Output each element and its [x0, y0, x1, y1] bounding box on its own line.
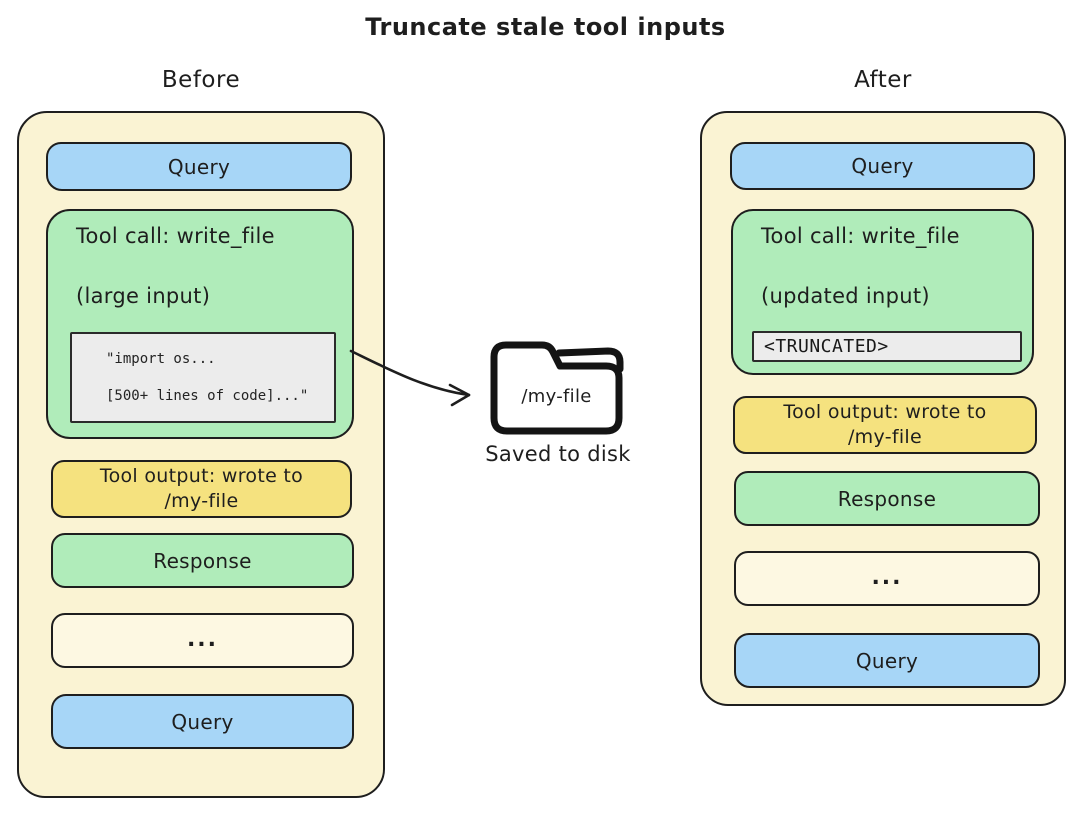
before-ellipsis: ...: [51, 613, 354, 668]
folder-icon: [490, 341, 624, 435]
after-ellipsis: ...: [734, 551, 1040, 606]
before-tool-output: Tool output: wrote to /my-file: [51, 460, 352, 518]
disk-file-label: /my-file: [521, 386, 592, 407]
after-query-top: Query: [730, 142, 1035, 190]
arrow-to-disk: [349, 349, 471, 407]
truncated-input-box: <TRUNCATED>: [752, 331, 1022, 362]
saved-to-disk-caption: Saved to disk: [485, 442, 631, 466]
tool-call-subtitle: (large input): [76, 284, 211, 308]
tool-call-title: Tool call: write_file: [761, 224, 960, 248]
before-response: Response: [51, 533, 354, 588]
truncated-label: <TRUNCATED>: [764, 336, 889, 357]
tool-call-subtitle: (updated input): [761, 284, 930, 308]
large-input-code-box: "import os... [500+ lines of code]...": [70, 332, 336, 423]
after-response: Response: [734, 471, 1040, 526]
tool-call-title: Tool call: write_file: [76, 224, 275, 248]
before-query-top: Query: [46, 142, 352, 191]
after-tool-call-box: Tool call: write_file (updated input) <T…: [731, 209, 1034, 375]
before-label: Before: [161, 67, 241, 93]
diagram-title: Truncate stale tool inputs: [365, 13, 726, 41]
before-tool-call-box: Tool call: write_file (large input) "imp…: [46, 209, 354, 439]
after-tool-output: Tool output: wrote to /my-file: [733, 396, 1037, 454]
before-panel: Query Tool call: write_file (large input…: [17, 111, 385, 798]
code-line-1: "import os...: [106, 351, 216, 367]
after-panel: Query Tool call: write_file (updated inp…: [700, 111, 1066, 706]
after-label: After: [854, 67, 912, 93]
code-line-2: [500+ lines of code]...": [106, 388, 309, 404]
after-query-bottom: Query: [734, 633, 1040, 688]
before-query-bottom: Query: [51, 694, 354, 749]
